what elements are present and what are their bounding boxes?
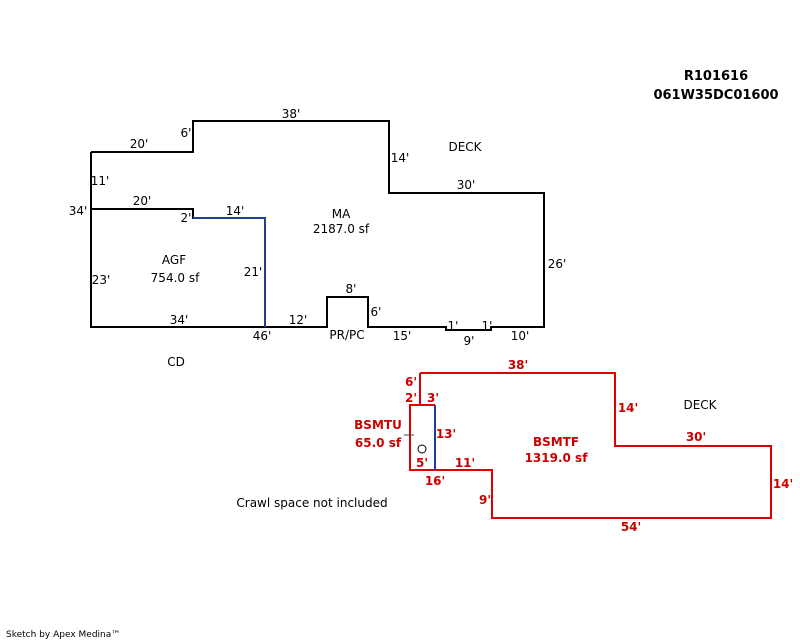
dim-bsmt-top: 38' xyxy=(508,358,528,372)
dim-bsmt-inner-down: 9' xyxy=(479,493,491,507)
dim-agf-left: 23' xyxy=(92,273,111,287)
bsmtf-area-size: 1319.0 sf xyxy=(525,451,589,465)
bsmtf-area-code: BSMTF xyxy=(533,435,579,449)
map-number: 061W35DC01600 xyxy=(653,88,778,103)
dim-upper-right: 26' xyxy=(548,257,567,271)
bsmtu-area-size: 65.0 sf xyxy=(355,436,402,450)
parcel-id: R101616 xyxy=(684,69,748,84)
dim-outer-left: 34' xyxy=(69,204,88,218)
ma-outline xyxy=(90,120,545,331)
agf-blue-edge xyxy=(193,217,266,327)
dim-agf-bottom: 34' xyxy=(170,313,189,327)
dim-bsmt-deck-side: 14' xyxy=(618,401,638,415)
dim-bottom-mid: 12' xyxy=(289,313,308,327)
dim-deck-bottom: 30' xyxy=(457,178,476,192)
bsmtu-area-code: BSMTU xyxy=(354,418,402,432)
ma-area-code: MA xyxy=(332,207,351,221)
agf-area-size: 754.0 sf xyxy=(151,271,200,285)
deck-label-basement: DECK xyxy=(683,398,717,412)
dim-bsmtu-right: 13' xyxy=(436,427,456,441)
dim-bsmt-step-left: 2' xyxy=(405,391,417,405)
dim-bottom-right1: 15' xyxy=(393,329,412,343)
dim-bsmtu-bottom: 5' xyxy=(416,456,428,470)
dim-deck-side: 14' xyxy=(391,151,410,165)
dim-upper-left-mid: 11' xyxy=(91,174,110,188)
agf-area-code: AGF xyxy=(162,253,186,267)
pr-pc-label: PR/PC xyxy=(329,328,364,342)
dim-porch-top: 8' xyxy=(346,282,357,296)
agf-outline xyxy=(91,208,266,327)
deck-label-upper: DECK xyxy=(448,140,482,154)
bsmtf-outline xyxy=(409,372,772,519)
dim-porch-right: 6' xyxy=(371,305,382,319)
ma-area-size: 2187.0 sf xyxy=(313,222,370,236)
dim-bsmt-right: 14' xyxy=(773,477,793,491)
dim-agf-top: 20' xyxy=(133,194,152,208)
dim-agf-inner-top: 14' xyxy=(226,204,245,218)
dim-upper-top: 38' xyxy=(282,107,301,121)
dim-agf-right: 21' xyxy=(244,265,263,279)
dim-notch-left: 1' xyxy=(448,319,459,333)
dim-bsmt-deck-bottom: 30' xyxy=(686,430,706,444)
dim-bsmtu-top: 3' xyxy=(427,391,439,405)
dim-agf-step: 2' xyxy=(181,211,192,225)
utility-marker-icon xyxy=(417,444,427,454)
dim-notch-right: 1' xyxy=(482,319,493,333)
dim-bsmt-inner-step: 11' xyxy=(455,456,475,470)
cd-label: CD xyxy=(167,355,185,369)
dim-upper-step: 6' xyxy=(181,126,192,140)
dim-bottom-total: 46' xyxy=(253,329,272,343)
dim-bsmt-bottom: 54' xyxy=(621,520,641,534)
sketch-credit: Sketch by Apex Medina™ xyxy=(6,630,120,640)
dim-bsmt-bottom-left: 16' xyxy=(425,474,445,488)
dim-bsmt-left-top: 6' xyxy=(405,375,417,389)
dim-upper-left-upper: 20' xyxy=(130,137,149,151)
dim-bottom-right2: 10' xyxy=(511,329,530,343)
crawl-space-note: Crawl space not included xyxy=(236,496,387,510)
dim-notch-bottom: 9' xyxy=(464,334,475,348)
